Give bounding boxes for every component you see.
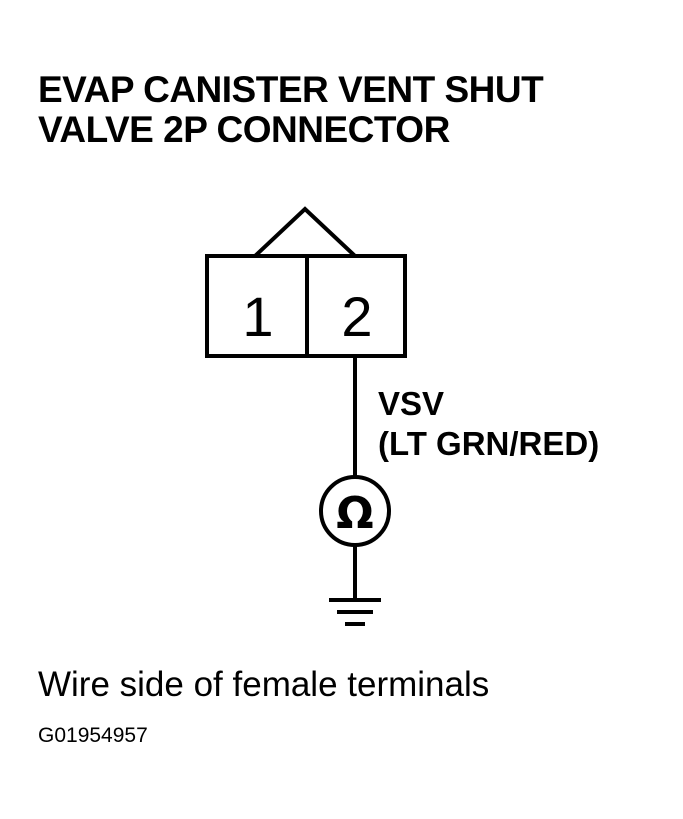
view-caption: Wire side of female terminals — [38, 665, 490, 704]
ohm-symbol: Ω — [336, 488, 373, 539]
title-line-1: EVAP CANISTER VENT SHUT — [38, 69, 544, 110]
figure-id: G01954957 — [38, 724, 148, 747]
diagram-title: EVAP CANISTER VENT SHUT VALVE 2P CONNECT… — [38, 69, 544, 150]
wire-label: VSV (LT GRN/RED) — [378, 384, 599, 464]
title-line-2: VALVE 2P CONNECTOR — [38, 109, 450, 150]
wire-signal-name: VSV — [378, 385, 445, 422]
ohmmeter-icon: Ω — [319, 475, 391, 547]
connector-lock-tab — [253, 206, 357, 258]
terminal-1-label: 1 — [242, 285, 273, 348]
ground-symbol-icon — [329, 598, 381, 626]
terminal-2-label: 2 — [341, 285, 372, 348]
wire-color-code: (LT GRN/RED) — [378, 425, 600, 462]
